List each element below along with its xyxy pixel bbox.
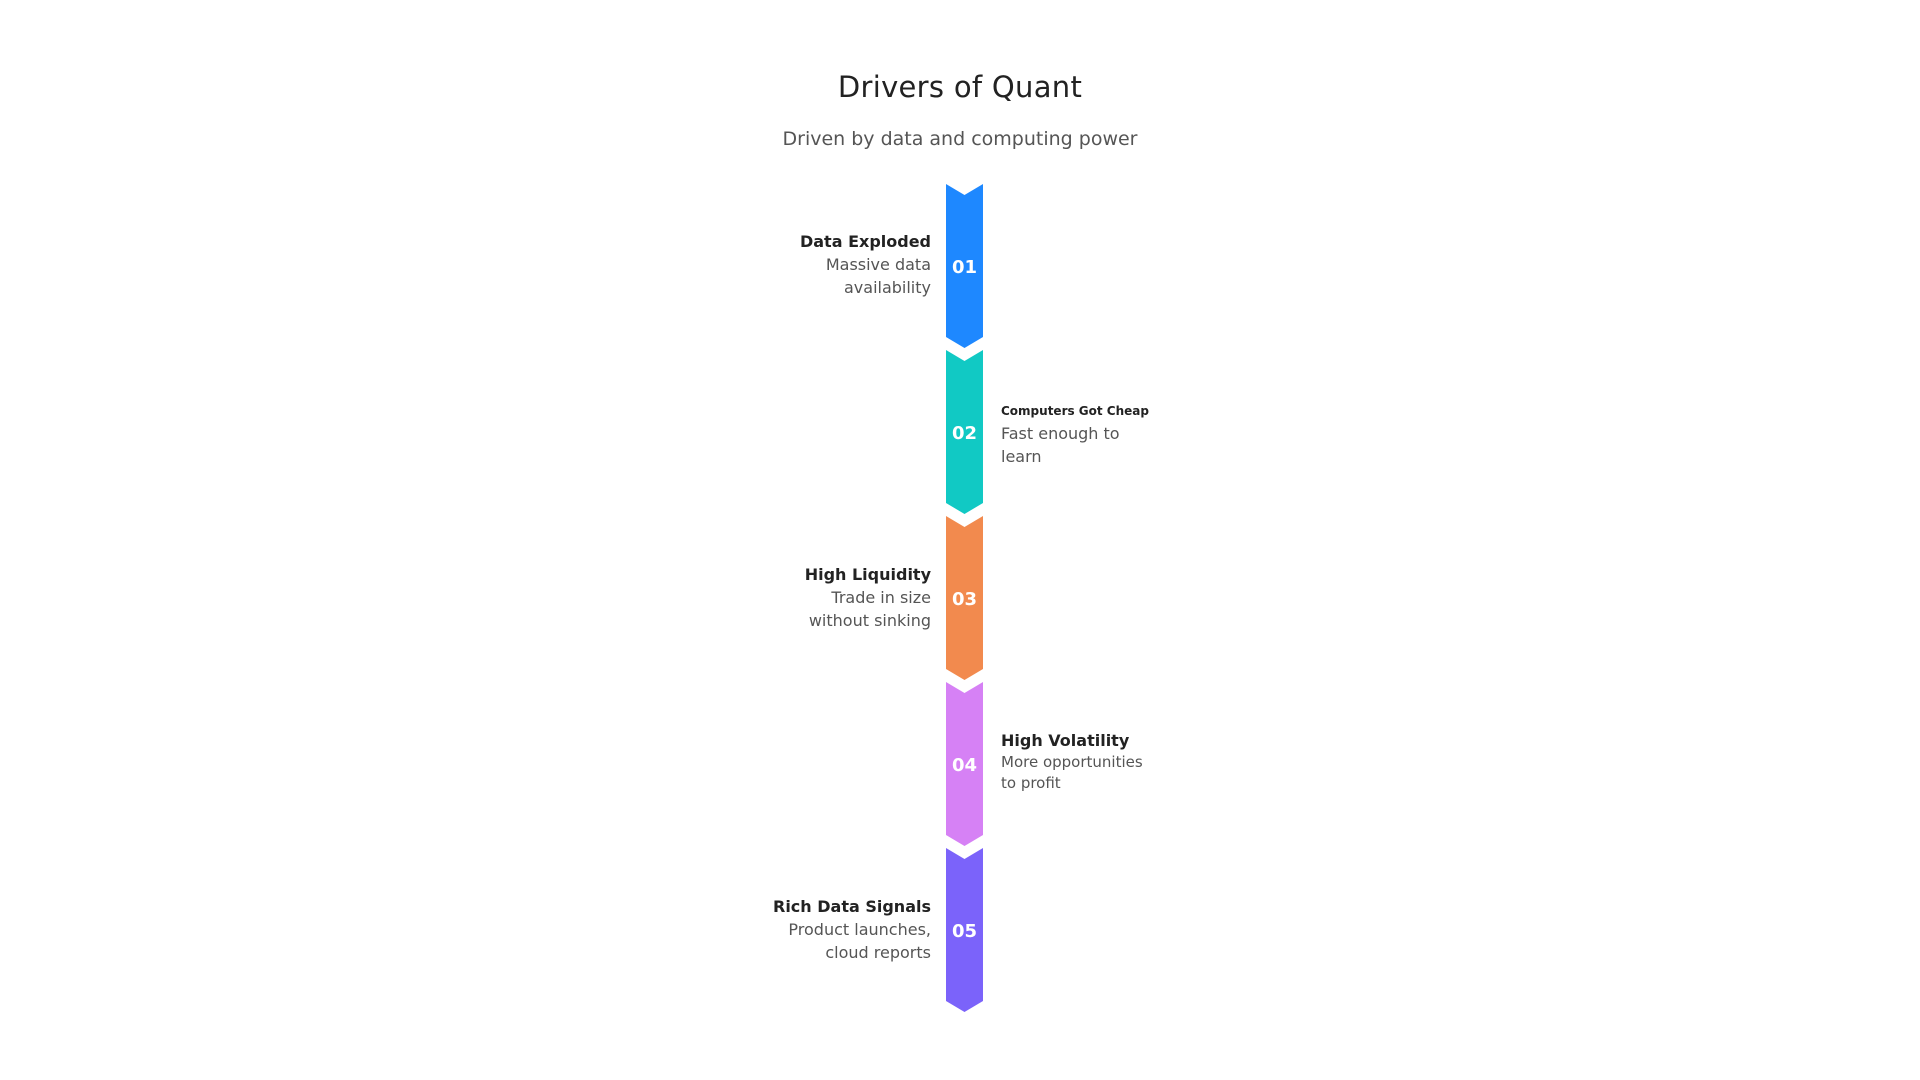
step-heading: Rich Data Signals bbox=[773, 897, 931, 916]
step-description-line: Trade in size bbox=[831, 588, 931, 607]
step-label-2: Computers Got Cheap Fast enough to learn bbox=[1001, 400, 1181, 468]
page-title: Drivers of Quant bbox=[837, 70, 1083, 104]
step-description-line: Product launches, bbox=[788, 920, 931, 939]
chevron-segment-03 bbox=[946, 516, 983, 680]
step-label-4: High Volatility More opportunities to pr… bbox=[1001, 730, 1181, 794]
page-subtitle: Driven by data and computing power bbox=[782, 128, 1138, 150]
step-description-line: More opportunities bbox=[1001, 753, 1143, 771]
step-number-02: 02 bbox=[952, 423, 977, 444]
chevron-segment-05 bbox=[946, 848, 983, 1012]
chevron-segment-02 bbox=[946, 350, 983, 514]
chevron-segment-04 bbox=[946, 682, 983, 846]
step-description-line: learn bbox=[1001, 447, 1042, 466]
step-heading: High Liquidity bbox=[804, 565, 931, 584]
step-description-line: to profit bbox=[1001, 774, 1061, 792]
step-description-line: Massive data bbox=[825, 255, 931, 274]
step-description-line: without sinking bbox=[808, 611, 931, 630]
step-number-01: 01 bbox=[952, 257, 977, 278]
step-heading: High Volatility bbox=[1001, 731, 1130, 750]
step-number-03: 03 bbox=[952, 589, 977, 610]
step-heading: Computers Got Cheap bbox=[1001, 404, 1149, 418]
step-label-1: Data Exploded Massive data availability bbox=[751, 231, 931, 299]
step-number-04: 04 bbox=[952, 755, 977, 776]
step-description-line: cloud reports bbox=[825, 943, 931, 962]
step-heading: Data Exploded bbox=[799, 232, 931, 251]
step-number-05: 05 bbox=[952, 921, 977, 942]
step-label-5: Rich Data Signals Product launches, clou… bbox=[751, 896, 931, 964]
chevron-segment-01 bbox=[946, 184, 983, 348]
step-label-3: High Liquidity Trade in size without sin… bbox=[751, 564, 931, 632]
step-description-line: availability bbox=[843, 278, 931, 297]
step-description-line: Fast enough to bbox=[1001, 424, 1120, 443]
